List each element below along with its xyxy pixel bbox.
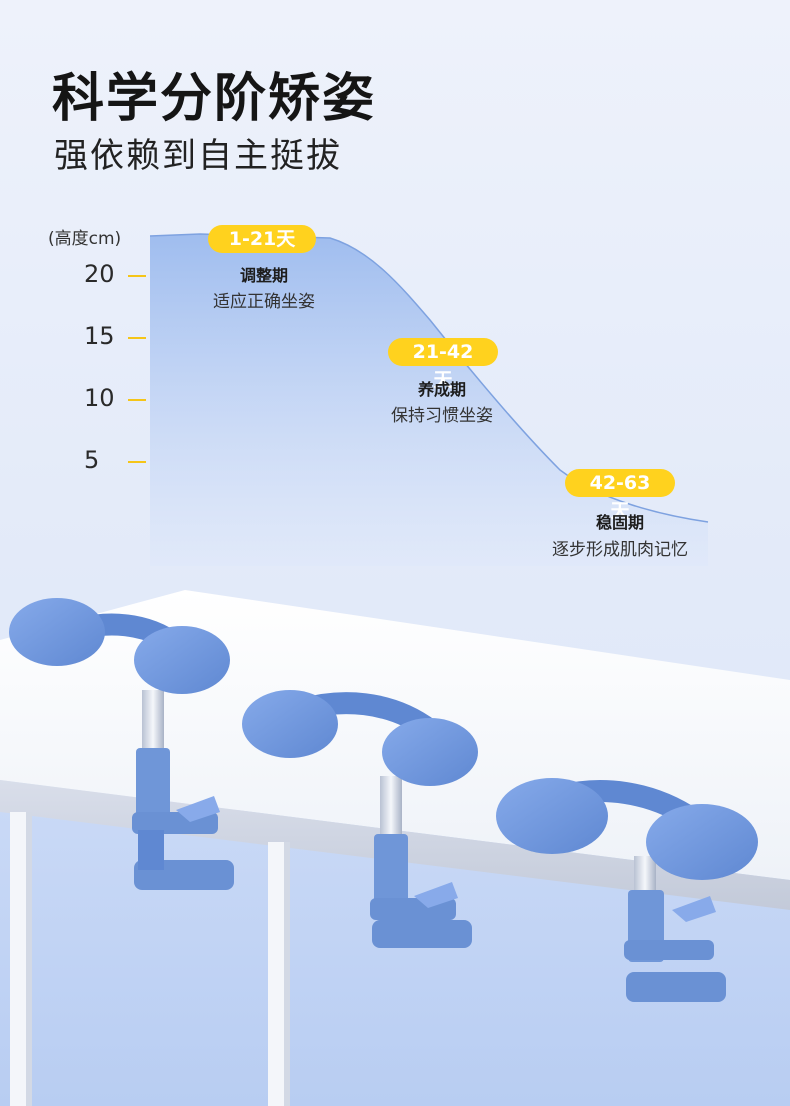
tick-label-10: 10: [84, 384, 115, 412]
phase-1-name: 调整期: [239, 266, 288, 285]
phase-1-desc: 适应正确坐姿: [213, 292, 315, 312]
desk-leg: [268, 842, 284, 1106]
page-title: 科学分阶矫姿: [52, 69, 377, 129]
tick-mark: [128, 399, 146, 401]
product-scene: [0, 590, 790, 1106]
phase-2-desc: 保持习惯坐姿: [391, 406, 493, 426]
phase-1-days-badge: 1-21天: [208, 225, 316, 253]
posture-corrector-1: [9, 598, 234, 890]
tick-mark: [128, 337, 146, 339]
phase-2-name: 养成期: [417, 380, 466, 399]
curve-line: [149, 233, 709, 523]
desk-leg: [26, 812, 32, 1106]
phase-3-name: 稳固期: [595, 513, 644, 532]
posture-corrector-2: [242, 690, 478, 948]
phase-3-desc: 逐步形成肌肉记忆: [552, 540, 688, 560]
tick-label-20: 20: [84, 260, 115, 288]
tick-label-5: 5: [84, 446, 100, 474]
axis-unit-label: (高度cm): [48, 229, 122, 249]
posture-corrector-3: [496, 778, 758, 1002]
phase-2-days-badge: 21-42天: [388, 338, 498, 391]
tick-mark: [128, 461, 146, 463]
phase-3-days-badge: 42-63天: [565, 469, 675, 522]
desk-leg: [10, 812, 26, 1106]
tick-mark: [128, 275, 146, 277]
desk-leg: [284, 842, 290, 1106]
tick-label-15: 15: [84, 322, 115, 350]
page-subtitle: 强依赖到自主挺拔: [54, 136, 342, 176]
